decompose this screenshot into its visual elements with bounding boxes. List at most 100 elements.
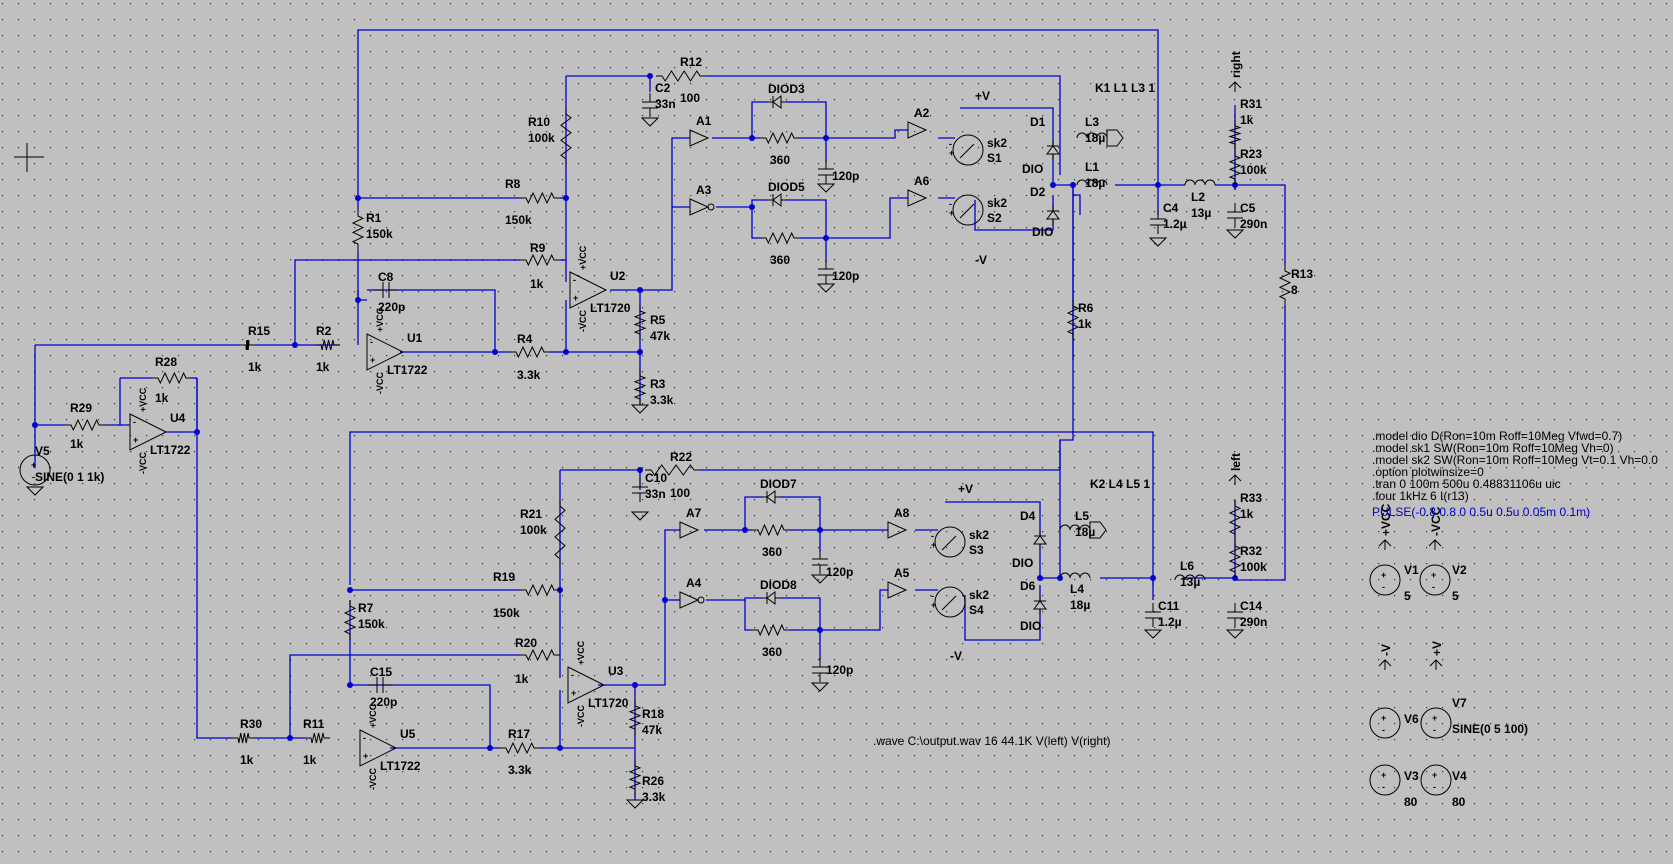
diode[interactable]: DIOD3 [767, 82, 805, 109]
directive-line[interactable]: .tran 0 100m 500u 0.48831106u uic [1372, 477, 1561, 491]
buffer-a1[interactable]: A1 [689, 114, 712, 147]
component-label: U1 [407, 331, 423, 345]
resistor[interactable]: 360 [752, 623, 790, 659]
directive-line[interactable]: .model sk2 SW(Ron=10m Roff=10Meg Vt=0.1 … [1372, 453, 1658, 467]
voltage-source-v6[interactable]: +-V6 [1369, 707, 1419, 739]
coupling-k1[interactable]: K1 L1 L3 1 [1095, 81, 1155, 95]
capacitor[interactable]: 120p [818, 260, 859, 284]
diode[interactable]: DIOD7 [760, 477, 797, 504]
capacitor[interactable]: 120p [818, 160, 859, 184]
buffer-a2[interactable]: A2 [907, 106, 930, 139]
diode[interactable]: DIOD5 [767, 180, 805, 207]
spice-directives[interactable]: .model dio D(Ron=10m Roff=10Meg Vfwd=0.7… [1372, 429, 1658, 519]
pulse-source-text[interactable]: PULSE(-0.8 0.8 0 0.5u 0.5u 0.05m 0.1m) [1372, 505, 1590, 519]
diode[interactable]: DIOD8 [760, 578, 797, 605]
resistor[interactable]: R43.3k [510, 332, 550, 382]
resistor[interactable]: 360 [752, 523, 790, 559]
component-label: 1k [248, 360, 262, 374]
buffer-a5[interactable]: A5 [887, 566, 910, 599]
buffer-a4[interactable]: A4 [679, 576, 705, 609]
component-label: + [931, 600, 936, 610]
wave-directive[interactable]: .wave C:\output.wav 16 44.1K V(left) V(r… [873, 734, 1110, 748]
directive-line[interactable]: .option plotwinsize=0 [1372, 465, 1484, 479]
capacitor[interactable]: 120p [812, 658, 853, 682]
directive-line[interactable]: .model dio D(Ron=10m Roff=10Meg Vfwd=0.7… [1372, 429, 1622, 443]
buffer-a8[interactable]: A8 [887, 506, 910, 539]
capacitor[interactable]: C41.2µ [1150, 201, 1187, 234]
directive-line[interactable]: .four 1kHz 6 I(r13) [1372, 489, 1469, 503]
voltage-source-v2[interactable]: +-V25 [1419, 563, 1467, 603]
resistor[interactable]: 360 [760, 131, 800, 167]
diode[interactable]: D2 [1030, 185, 1060, 225]
buffer-a7[interactable]: A7 [679, 506, 702, 539]
component-label: A2 [914, 106, 930, 120]
resistor[interactable]: 360 [760, 231, 800, 267]
coupling-k2[interactable]: K2 L4 L5 1 [1090, 477, 1150, 491]
capacitor[interactable]: 120p [812, 550, 853, 579]
buffer-a3[interactable]: A3 [689, 183, 715, 216]
component-label: - [1433, 725, 1436, 735]
diode[interactable]: D6 [1020, 579, 1047, 615]
directive-line[interactable]: .model sk1 SW(Ron=10m Roff=10Meg Vh=0) [1372, 441, 1614, 455]
resistor[interactable]: R33.3k [633, 370, 674, 407]
component-label: 150k [366, 227, 393, 241]
buffer-a6[interactable]: A6 [907, 174, 930, 207]
voltage-source-v1[interactable]: +-V15 [1369, 563, 1419, 603]
